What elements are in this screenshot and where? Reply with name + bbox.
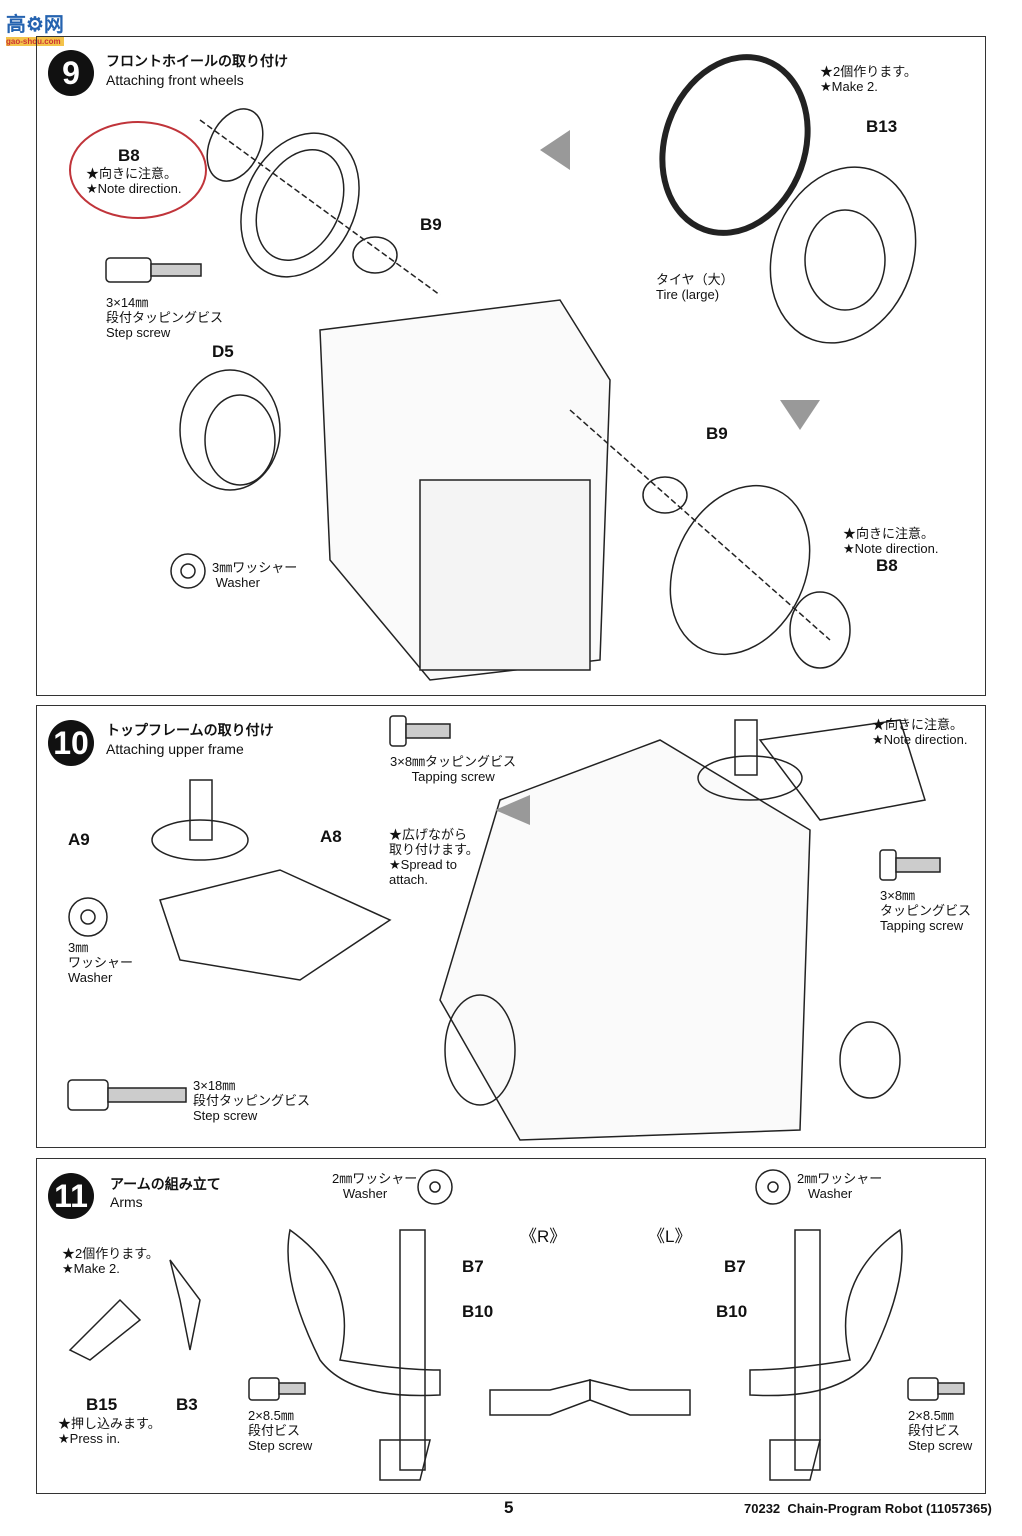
- step-title-jp: アームの組み立て: [110, 1176, 221, 1192]
- side-label-left: 《L》: [648, 1227, 692, 1246]
- part-label: B9: [420, 215, 442, 234]
- step-number: 9: [48, 50, 94, 96]
- step-title-en: Attaching front wheels: [106, 72, 244, 88]
- page-number: 5: [504, 1498, 514, 1517]
- part-label: B8: [876, 556, 898, 575]
- step-number: 10: [48, 720, 94, 766]
- step-10-panel: [36, 705, 986, 1148]
- part-label: B3: [176, 1395, 198, 1414]
- note: ★向きに注意。 ★Note direction.: [843, 526, 939, 556]
- step-title-en: Attaching upper frame: [106, 741, 244, 757]
- note: ★向きに注意。 ★Note direction.: [86, 166, 182, 196]
- side-label-right: 《R》: [520, 1227, 567, 1246]
- note: ★広げながら 取り付けます。 ★Spread to attach.: [389, 827, 479, 887]
- part-label: B15: [86, 1395, 118, 1414]
- part-label: B8: [118, 146, 140, 165]
- part-label: A9: [68, 830, 90, 849]
- screw-label: 3×14㎜ 段付タッピングビス Step screw: [106, 295, 224, 340]
- part-label: B9: [706, 424, 728, 443]
- step-title-jp: フロントホイールの取り付け: [106, 53, 288, 69]
- screw-label: 2×8.5㎜ 段付ビス Step screw: [908, 1408, 973, 1453]
- note: ★向きに注意。 ★Note direction.: [872, 717, 968, 747]
- screw-label: 3×8㎜ タッピングビス Tapping screw: [880, 888, 972, 933]
- product-footer: 70232 Chain-Program Robot (11057365): [744, 1501, 992, 1516]
- part-label: A8: [320, 827, 342, 846]
- tire-label: タイヤ（大） Tire (large): [656, 272, 734, 302]
- step-11-panel: [36, 1158, 986, 1494]
- step-9-panel: [36, 36, 986, 696]
- screw-label: 3×18㎜ 段付タッピングビス Step screw: [193, 1078, 311, 1123]
- note: ★2個作ります。 ★Make 2.: [820, 64, 917, 94]
- step-title-jp: トップフレームの取り付け: [106, 722, 274, 738]
- washer-label: 2㎜ワッシャー Washer: [797, 1171, 883, 1201]
- screw-label: 3×8㎜タッピングビス Tapping screw: [390, 754, 517, 784]
- part-label: B10: [462, 1302, 494, 1321]
- washer-label: 3㎜ワッシャー Washer: [212, 560, 298, 590]
- washer-label: 3㎜ ワッシャー Washer: [68, 940, 134, 985]
- step-title-en: Arms: [110, 1194, 143, 1210]
- part-label: B7: [462, 1257, 484, 1276]
- part-label: B13: [866, 117, 898, 136]
- note: ★押し込みます。 ★Press in.: [58, 1416, 161, 1446]
- part-label: B10: [716, 1302, 748, 1321]
- step-number: 11: [48, 1173, 94, 1219]
- washer-label: 2㎜ワッシャー Washer: [332, 1171, 418, 1201]
- part-label: B7: [724, 1257, 746, 1276]
- note: ★2個作ります。 ★Make 2.: [62, 1246, 159, 1276]
- screw-label: 2×8.5㎜ 段付ビス Step screw: [248, 1408, 313, 1453]
- part-label: D5: [212, 342, 234, 361]
